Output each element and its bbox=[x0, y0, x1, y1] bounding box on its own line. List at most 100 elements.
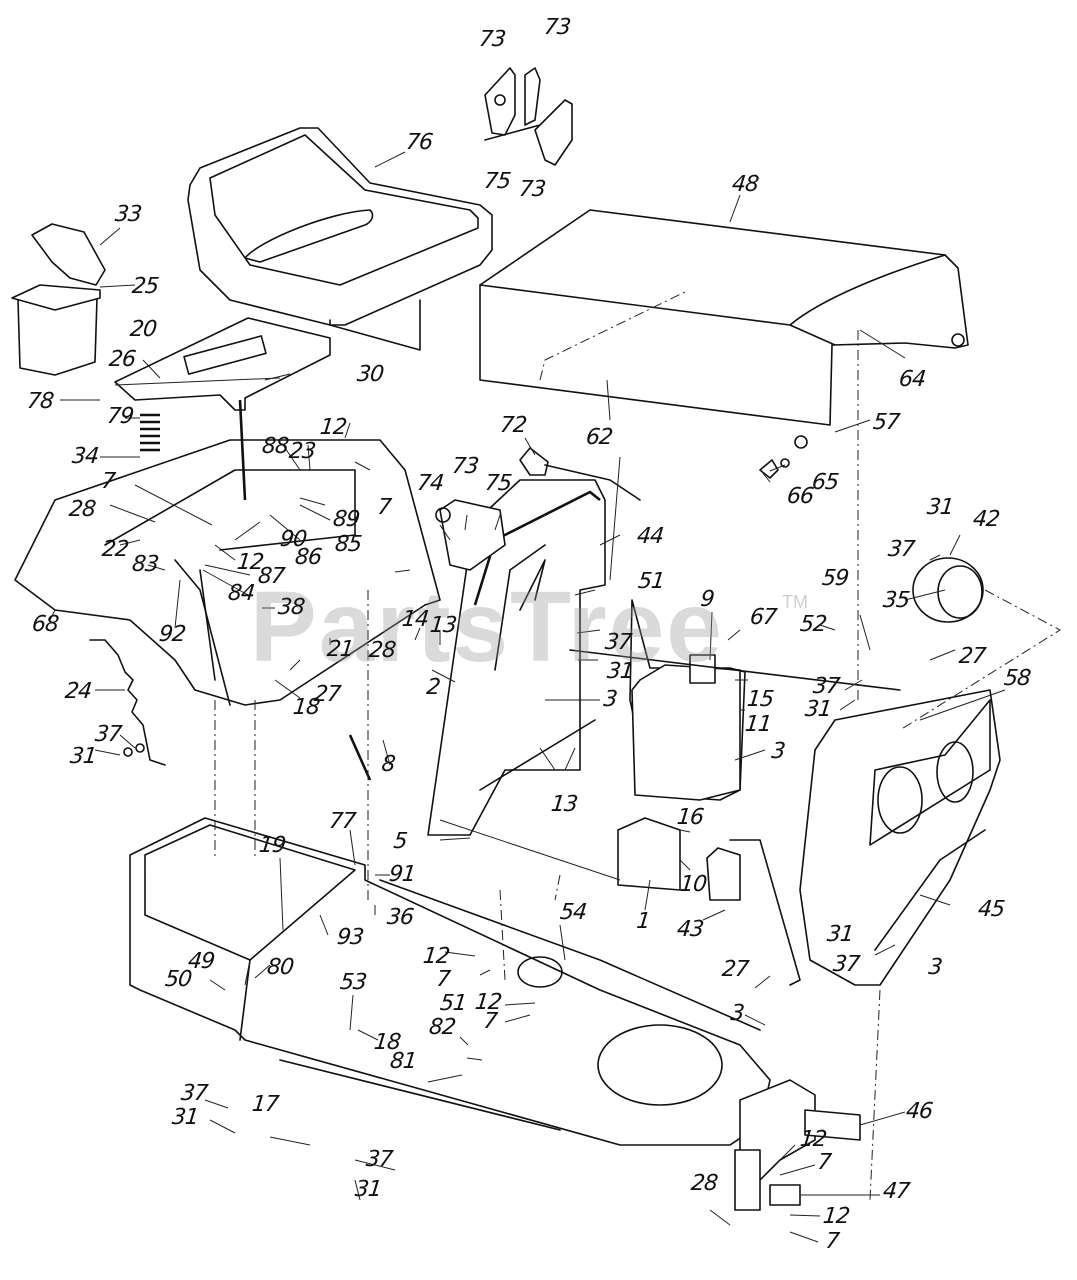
callout-hood-bumper[interactable]: 66 bbox=[785, 484, 815, 509]
callout-screw-28[interactable]: 28 bbox=[689, 1171, 719, 1196]
callout-washer-7[interactable]: 7 bbox=[435, 967, 451, 992]
callout-washer-37[interactable]: 37 bbox=[811, 674, 841, 699]
callout-spring-89[interactable]: 89 bbox=[331, 507, 361, 532]
callout-screw-51[interactable]: 51 bbox=[636, 569, 666, 594]
callout-headlight-35[interactable]: 35 bbox=[881, 588, 911, 613]
callout-nut-31[interactable]: 31 bbox=[68, 744, 98, 769]
callout-washer-37[interactable]: 37 bbox=[93, 722, 123, 747]
callout-spring-77[interactable]: 77 bbox=[327, 809, 357, 834]
callout-fender-support-21[interactable]: 21 bbox=[325, 637, 355, 662]
callout-knob-8[interactable]: 8 bbox=[380, 752, 396, 777]
callout-nut-50[interactable]: 50 bbox=[163, 967, 193, 992]
callout-washer-7[interactable]: 7 bbox=[482, 1009, 498, 1034]
callout-lever-86[interactable]: 86 bbox=[293, 545, 323, 570]
callout-bolt-3[interactable]: 3 bbox=[927, 955, 943, 980]
callout-fender-68[interactable]: 68 bbox=[30, 612, 60, 637]
callout-fuel-cap-9[interactable]: 9 bbox=[699, 587, 715, 612]
callout-tank-strap-11[interactable]: 11 bbox=[743, 712, 773, 737]
callout-hinge-bracket-22[interactable]: 22 bbox=[100, 537, 130, 562]
callout-pin-83[interactable]: 83 bbox=[130, 552, 160, 577]
callout-screw-74[interactable]: 74 bbox=[415, 471, 445, 496]
callout-nut-31[interactable]: 31 bbox=[803, 697, 833, 722]
callout-seat[interactable]: 76 bbox=[404, 130, 434, 155]
callout-interlock-switch-73[interactable]: 73 bbox=[450, 454, 480, 479]
callout-hood[interactable]: 48 bbox=[730, 172, 760, 197]
callout-nut-13[interactable]: 13 bbox=[428, 613, 458, 638]
callout-washer-37[interactable]: 37 bbox=[603, 630, 633, 655]
callout-height-plate-24[interactable]: 24 bbox=[63, 679, 93, 704]
callout-screw-27[interactable]: 27 bbox=[720, 957, 750, 982]
callout-axle-bracket-47[interactable]: 47 bbox=[881, 1179, 911, 1204]
callout-screw-92[interactable]: 92 bbox=[157, 622, 187, 647]
callout-bolt-30[interactable]: 30 bbox=[355, 362, 385, 387]
callout-fuel-tank-15[interactable]: 15 bbox=[745, 687, 775, 712]
callout-bushing-80[interactable]: 80 bbox=[265, 955, 295, 980]
callout-hood-grommet[interactable]: 57 bbox=[871, 410, 901, 435]
callout-seat-switch-plate[interactable]: 73 bbox=[517, 177, 547, 202]
callout-bolt-5[interactable]: 5 bbox=[392, 829, 408, 854]
callout-nut-31[interactable]: 31 bbox=[170, 1105, 200, 1130]
callout-switch-bracket-88[interactable]: 88 bbox=[260, 434, 290, 459]
callout-screw-51[interactable]: 51 bbox=[438, 991, 468, 1016]
callout-screw-27[interactable]: 27 bbox=[312, 682, 342, 707]
callout-grille-45[interactable]: 45 bbox=[976, 897, 1006, 922]
callout-nut-31[interactable]: 31 bbox=[353, 1177, 383, 1202]
callout-ignition-key-14[interactable]: 14 bbox=[400, 607, 430, 632]
callout-nut-31[interactable]: 31 bbox=[605, 659, 635, 684]
callout-footrest-53[interactable]: 53 bbox=[338, 970, 368, 995]
callout-seat-switch-bracket[interactable]: 73 bbox=[477, 27, 507, 52]
callout-washer-7[interactable]: 7 bbox=[100, 469, 116, 494]
callout-front-bracket-46[interactable]: 46 bbox=[904, 1099, 934, 1124]
callout-washer-78[interactable]: 78 bbox=[25, 389, 55, 414]
callout-hood-insulation[interactable]: 62 bbox=[584, 425, 614, 450]
callout-nut-12[interactable]: 12 bbox=[821, 1204, 851, 1229]
callout-nut-12[interactable]: 12 bbox=[798, 1127, 828, 1152]
callout-clip-87[interactable]: 87 bbox=[256, 564, 286, 589]
callout-washer-7[interactable]: 7 bbox=[816, 1150, 832, 1175]
callout-screw-52[interactable]: 52 bbox=[798, 612, 828, 637]
callout-bolt-26[interactable]: 26 bbox=[107, 347, 137, 372]
callout-washer-36[interactable]: 36 bbox=[385, 905, 415, 930]
callout-nut-12[interactable]: 12 bbox=[421, 944, 451, 969]
callout-nut-93[interactable]: 93 bbox=[335, 925, 365, 950]
callout-bracket-84[interactable]: 84 bbox=[226, 581, 256, 606]
callout-hood-rod-67[interactable]: 67 bbox=[748, 605, 778, 630]
callout-washer-7[interactable]: 7 bbox=[376, 495, 392, 520]
callout-bolt-3[interactable]: 3 bbox=[602, 687, 618, 712]
callout-bolt-91[interactable]: 91 bbox=[387, 862, 417, 887]
callout-screw-38[interactable]: 38 bbox=[276, 595, 306, 620]
callout-switch-bracket-75[interactable]: 75 bbox=[483, 471, 513, 496]
callout-washer-37[interactable]: 37 bbox=[886, 537, 916, 562]
callout-bolt-3[interactable]: 3 bbox=[770, 739, 786, 764]
callout-screw-28[interactable]: 28 bbox=[67, 497, 97, 522]
callout-choke-cable-72[interactable]: 72 bbox=[498, 413, 528, 438]
callout-clamp-10[interactable]: 10 bbox=[678, 872, 708, 897]
callout-screw-18[interactable]: 18 bbox=[372, 1030, 402, 1055]
callout-edge-trim-44[interactable]: 44 bbox=[635, 524, 665, 549]
callout-headlight-housing-42[interactable]: 42 bbox=[971, 507, 1001, 532]
callout-nut-31[interactable]: 31 bbox=[825, 922, 855, 947]
callout-dash-panel-2[interactable]: 2 bbox=[425, 675, 441, 700]
callout-battery[interactable]: 25 bbox=[130, 274, 160, 299]
callout-fuel-line-16[interactable]: 16 bbox=[675, 805, 705, 830]
callout-headlight-wire-59[interactable]: 59 bbox=[820, 566, 850, 591]
callout-decal-58[interactable]: 58 bbox=[1002, 666, 1032, 691]
callout-hood-fastener[interactable]: 64 bbox=[897, 367, 927, 392]
callout-ignition-switch-13[interactable]: 13 bbox=[549, 792, 579, 817]
callout-screw-28[interactable]: 28 bbox=[367, 638, 397, 663]
callout-clip-82[interactable]: 82 bbox=[427, 1015, 457, 1040]
callout-washer-37[interactable]: 37 bbox=[364, 1147, 394, 1172]
callout-spring-34[interactable]: 34 bbox=[70, 444, 100, 469]
callout-bolt-3[interactable]: 3 bbox=[729, 1001, 745, 1026]
callout-washer-37[interactable]: 37 bbox=[179, 1081, 209, 1106]
callout-screw-27[interactable]: 27 bbox=[957, 644, 987, 669]
callout-nut-31[interactable]: 31 bbox=[925, 495, 955, 520]
callout-latch-bracket-23[interactable]: 23 bbox=[287, 439, 317, 464]
callout-nut-12[interactable]: 12 bbox=[318, 415, 348, 440]
callout-seat-switch-wire[interactable]: 75 bbox=[482, 169, 512, 194]
callout-washer-7[interactable]: 7 bbox=[824, 1229, 840, 1254]
callout-nut-79[interactable]: 79 bbox=[105, 404, 135, 429]
callout-washer-65[interactable]: 65 bbox=[810, 470, 840, 495]
callout-seat-switch-lever[interactable]: 73 bbox=[542, 15, 572, 40]
callout-battery-cover[interactable]: 33 bbox=[113, 202, 143, 227]
